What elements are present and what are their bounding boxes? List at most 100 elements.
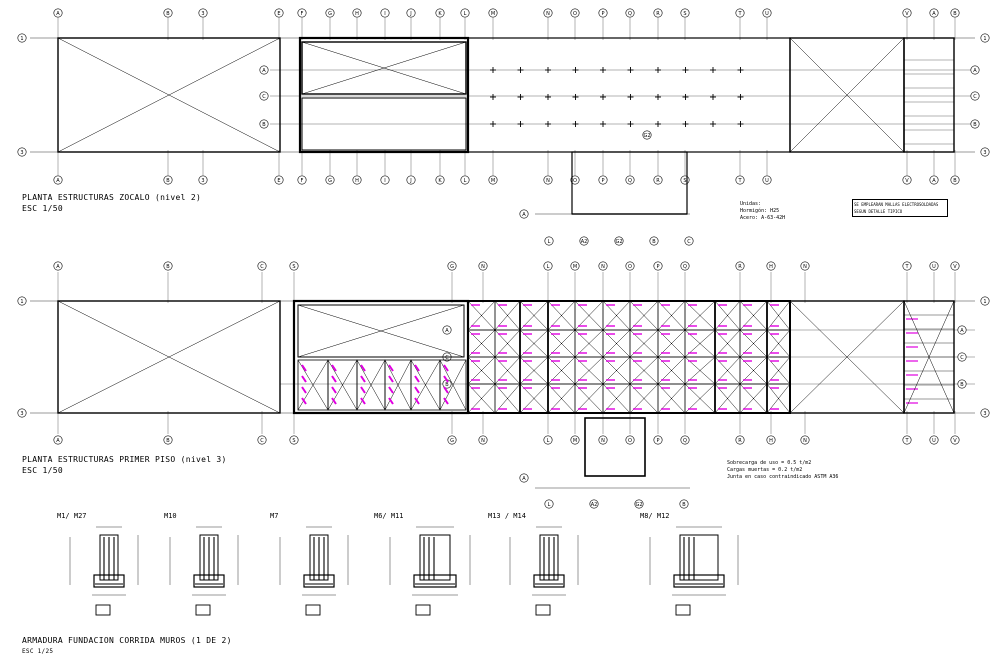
plan1-room-mid-top-diag-2 [301, 41, 467, 95]
detail-footing [673, 574, 725, 588]
plan2-grid-cell-diag-2 [547, 300, 576, 331]
plan2-axis-bubble-bottom-circle [735, 435, 745, 445]
plan1-axis-bubble-top-label: S [683, 11, 686, 17]
plan1-axis-bubble-top-circle [198, 8, 208, 18]
plan2-axis-bubble-bottom-label: B [166, 438, 170, 444]
plan2-axis-bubble-top-circle [929, 261, 939, 271]
plan2-axis-bubble-top-label: V [953, 264, 957, 270]
plan2-rebar-mark [388, 397, 394, 405]
plan2-grid-cell-diag-2 [494, 383, 521, 414]
plan1-axis-bubble-top-label: L [464, 11, 467, 17]
plan2-axis-bubble-bottom-label: M [573, 438, 577, 444]
plan1-axis-bubble-top-circle [950, 8, 960, 18]
plan1-title: PLANTA ESTRUCTURAS ZOCALO (nivel 2) [22, 193, 202, 202]
plan2-axis-bubble-bottom-circle [929, 435, 939, 445]
plan2-rebar-mark [331, 364, 337, 372]
plan2-annex-bubble-label: A2 [591, 502, 598, 508]
plan2-axis-bubble-bottom-label: N [481, 438, 485, 444]
plan1-axis-bubble-top-label: G [328, 11, 332, 17]
plan2-rebar-mark [301, 397, 307, 405]
plan1-room-left [57, 37, 281, 153]
plan1-annex-bubble-left-label: A [522, 212, 526, 218]
plan1-annex-bubble-circle [614, 236, 624, 246]
plan1-axis-bubble-bottom-label: O [573, 178, 577, 184]
plan1-axis-bubble-bottom-label: K [438, 178, 442, 184]
plan1-axis-bubble-bottom-circle [325, 175, 335, 185]
plan1-axis-bubble-bottom-circle [570, 175, 580, 185]
detail-footing [413, 574, 457, 588]
plan1-axis-bubble-top-circle [929, 8, 939, 18]
plan1-axis-bubble-top-circle [460, 8, 470, 18]
plan1-axis-bubble-top-label: J [409, 11, 411, 17]
plan2-axis-bubble-top-circle [800, 261, 810, 271]
plan2-axis-bubble-top-label: R [738, 264, 742, 270]
plan2-axis-bubble-bottom-label: Q [683, 438, 687, 444]
plan1-axis-bubble-top-circle [297, 8, 307, 18]
plan1-axis-bubble-top-circle [163, 8, 173, 18]
plan2-axis-bubble-bottom-label: H [769, 438, 773, 444]
plan2-note-2: Cargas muertas = 0.2 t/m2 [727, 467, 803, 473]
plan2-row-bubble-right-label: A [960, 328, 964, 334]
plan1-axis-bubble-bottom-circle [625, 175, 635, 185]
plan2-axis-bubble-top-circle [902, 261, 912, 271]
plan2-axis-bubble-top-label: G [450, 264, 454, 270]
plan2-annex-bubble-circle [679, 499, 689, 509]
plan1-axis-bubble-top-circle [902, 8, 912, 18]
plan1-row-bubble-right-label: B [973, 122, 977, 128]
plan1-axis-bubble-bottom-circle [598, 175, 608, 185]
plan1-annex-bubble-circle [684, 236, 694, 246]
plan2-slab-cell-diag-2 [410, 359, 441, 411]
plan1-axis-bubble-top-circle [380, 8, 390, 18]
plan1-axis-bubble-bottom-label: V [905, 178, 909, 184]
plan1-row-bubble-left-circle [259, 119, 269, 129]
plan2-grid-cell-diag-2 [714, 383, 741, 414]
plan1-axis-bubble-top-circle [680, 8, 690, 18]
plan2-axis-bubble-top-circle [163, 261, 173, 271]
plan1-axis-bubble-bottom-circle [406, 175, 416, 185]
plan1-axis-bubble-bottom-label: N [546, 178, 550, 184]
plan1-room-left-diag-2 [57, 37, 281, 153]
plan2-axis-bubble-top-circle [289, 261, 299, 271]
plan2-axis-bubble-top-label: A [56, 264, 60, 270]
plan2-rebar-mark [443, 386, 449, 394]
plan2-annex-bubble-left-label: A [522, 476, 526, 482]
plan2-axis-bubble-bottom-circle [257, 435, 267, 445]
plan1-axis-bubble-top-label: H [355, 11, 359, 17]
plan2-axis-bubble-top-label: O [628, 264, 632, 270]
plan1-axis-bubble-bottom-circle [460, 175, 470, 185]
plan2-room-right-diag-2 [789, 300, 905, 414]
plan2-axis-bubble-bottom-label: G [450, 438, 454, 444]
plan2-grid-cell-diag-2 [574, 300, 604, 331]
plan1-room-right-diag-2 [789, 37, 905, 153]
plan2-grid-cell-diag-2 [714, 300, 741, 331]
plan1-axis-bubble-top-circle [274, 8, 284, 18]
plan1-axis-bubble-top-circle [598, 8, 608, 18]
plan1-axis-bubble-top-label: B [953, 11, 957, 17]
plan2-slab-cell-diag-2 [297, 359, 329, 411]
plan2-grid-cell-diag-2 [467, 383, 496, 414]
detail-footing [193, 574, 225, 588]
plan1-axis-bubble-bottom-circle [762, 175, 772, 185]
plan1-axis-bubble-bottom-label: G [328, 178, 332, 184]
plan1-axis-bubble-top-circle [735, 8, 745, 18]
plan1-axis-bubble-top-label: N [546, 11, 550, 17]
plan2-axis-bubble-top-circle [625, 261, 635, 271]
plan1-axis-bubble-bottom-circle [297, 175, 307, 185]
plan1-note-3: Acero: A-63-42H [740, 215, 786, 221]
plan2-row-bubble-right-circle [957, 325, 967, 335]
plan1-axis-bubble-bottom-label: A [932, 178, 936, 184]
detail-small-section [415, 604, 431, 616]
plan2-axis-bubble-top-label: Q [683, 264, 687, 270]
detail-title-5: M13 / M14 [488, 512, 526, 520]
plan1-axis-bubble-bottom-label: L [464, 178, 467, 184]
plan1-row-bubble-left-circle [17, 33, 27, 43]
plan1-annex-bubble-left-circle [519, 209, 529, 219]
plan2-annex-bubble-circle [544, 499, 554, 509]
plan1-row-bubble-right-circle [970, 91, 980, 101]
plan1-axis-bubble-bottom-circle [543, 175, 553, 185]
plan2-axis-bubble-bottom-label: N [803, 438, 807, 444]
plan2-row-bubble-left-circle [442, 325, 452, 335]
plan1-axis-bubble-bottom-circle [929, 175, 939, 185]
plan2-grid-cell-diag-2 [494, 300, 521, 331]
